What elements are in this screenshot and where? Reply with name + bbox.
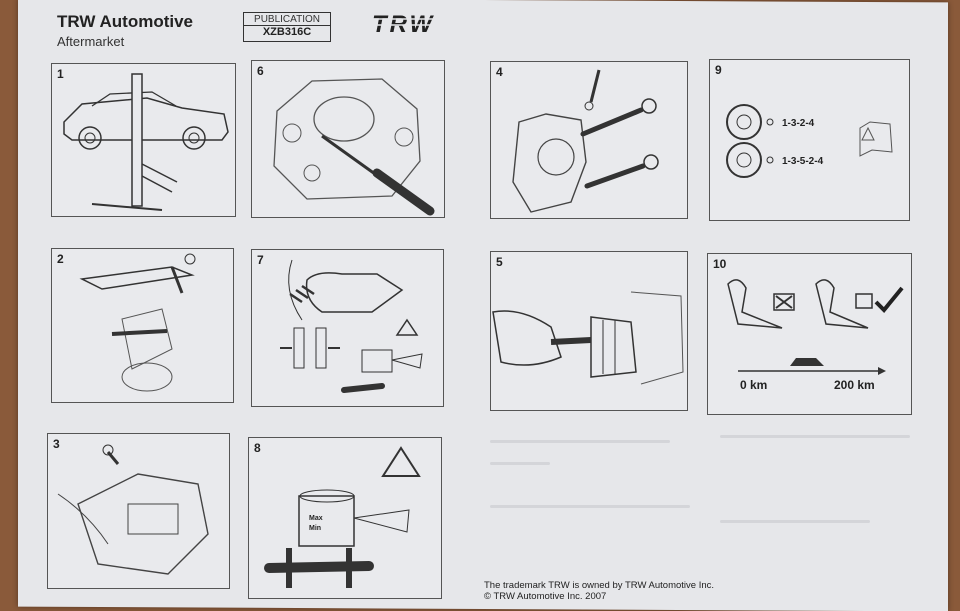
step-panel-9: 9 1-3-2-4 1-3-5-2-4 (709, 59, 910, 221)
step-number: 6 (257, 64, 264, 78)
faint-text-line (490, 440, 670, 443)
step-panel-6: 6 (251, 60, 445, 218)
step-number: 8 (254, 441, 261, 455)
fluid-reservoir-illustration (264, 446, 421, 588)
step-number: 3 (53, 437, 60, 451)
faint-text-line (720, 520, 870, 523)
bedding-in-illustration (727, 279, 904, 375)
svg-text:TRW: TRW (372, 11, 435, 36)
copyright-line: © TRW Automotive Inc. 2007 (484, 591, 607, 602)
wheel-torque-illustration (726, 104, 893, 178)
division-name: Aftermarket (57, 34, 125, 49)
publication-box: PUBLICATION XZB316C (243, 12, 331, 42)
publication-code: XZB316C (244, 25, 330, 38)
step-panel-2: 2 (51, 248, 234, 403)
step-number: 1 (57, 67, 64, 81)
faint-text-line (490, 462, 550, 465)
step-number: 5 (496, 255, 503, 269)
trw-logo: TRW (370, 10, 450, 41)
brake-pedal-illustration (280, 259, 423, 393)
step-panel-4: 4 (490, 61, 688, 219)
step-panel-8: 8 Max Min (248, 437, 442, 599)
caliper-bolts-illustration (512, 69, 659, 213)
spring-compressor-illustration (79, 253, 196, 392)
step-panel-1: 1 (51, 63, 236, 217)
caliper-mount-illustration (57, 444, 209, 575)
reservoir-min-label: Min (309, 525, 321, 532)
step-number: 4 (496, 65, 503, 79)
reservoir-max-label: Max (309, 515, 323, 522)
car-on-lift-illustration (63, 73, 229, 211)
step-number: 2 (57, 252, 64, 266)
faint-text-line (490, 505, 690, 508)
trademark-line: The trademark TRW is owned by TRW Automo… (484, 580, 715, 591)
torque-sequence-5: 1-3-5-2-4 (782, 156, 824, 167)
caliper-screwdriver-illustration (273, 78, 435, 216)
publication-label: PUBLICATION (254, 14, 320, 25)
step-panel-7: 7 (251, 249, 444, 407)
step-panel-3: 3 (47, 433, 230, 589)
step-panel-5: 5 (490, 251, 688, 411)
step-number: 10 (713, 257, 727, 271)
step-number: 7 (257, 253, 264, 267)
step-number: 9 (715, 63, 722, 77)
footer-notice: The trademark TRW is owned by TRW Automo… (484, 580, 714, 602)
piston-tool-illustration (492, 291, 684, 385)
torque-sequence-4: 1-3-2-4 (782, 118, 815, 129)
company-name: TRW Automotive (57, 12, 193, 31)
bedding-end-label: 200 km (834, 378, 875, 392)
faint-text-line (720, 435, 910, 438)
bedding-start-label: 0 km (740, 378, 767, 392)
step-panel-10: 10 0 km 200 km (707, 253, 912, 415)
